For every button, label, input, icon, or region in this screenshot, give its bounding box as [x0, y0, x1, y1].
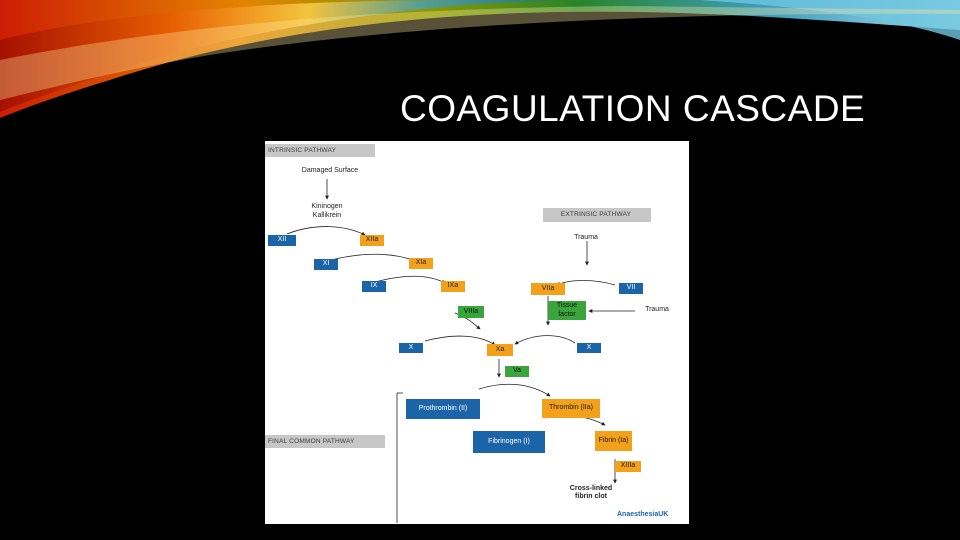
factor-xi-box: XI	[314, 259, 338, 270]
factor-va-box: Va	[505, 366, 529, 377]
kallikrein-label: Kallikrein	[312, 212, 342, 219]
prothrombin-box: Prothrombin (II)	[406, 399, 480, 419]
factor-xa-box: Xa	[487, 344, 513, 356]
thrombin-box: Thrombin (IIa)	[542, 399, 600, 418]
damaged-surface-label: Damaged Surface	[301, 167, 359, 174]
factor-xiiia-box: XIIIa	[615, 461, 641, 472]
factor-ixa-box: IXa	[441, 281, 465, 292]
factor-x-left-box: X	[399, 343, 423, 353]
factor-x-right-box: X	[577, 343, 601, 353]
tissue-factor-box: Tissue factor	[548, 301, 586, 320]
fibrinogen-box: Fibrinogen (I)	[473, 431, 545, 453]
factor-viia-box: VIIa	[531, 283, 565, 295]
coagulation-diagram: INTRINSIC PATHWAY Damaged Surface Kinino…	[265, 141, 689, 524]
factor-ix-box: IX	[362, 281, 386, 292]
factor-xii-box: XII	[268, 235, 296, 246]
trauma-side-label: Trauma	[645, 306, 669, 313]
factor-xia-box: XIa	[409, 258, 433, 269]
trauma-top-label: Trauma	[574, 234, 598, 241]
cascade-arrows	[286, 179, 635, 523]
decorative-swoosh-banner	[0, 0, 960, 118]
slide-title: COAGULATION CASCADE	[400, 88, 866, 129]
anaesthesia-uk-logo: AnaesthesiaUK	[617, 511, 669, 518]
factor-vii-box: VII	[619, 283, 643, 294]
extrinsic-pathway-header: EXTRINSIC PATHWAY	[543, 208, 651, 222]
intrinsic-pathway-header: INTRINSIC PATHWAY	[265, 144, 375, 157]
cross-linked-clot-label: Cross-linked fibrin clot	[569, 485, 613, 501]
fibrin-box: Fibrin (Ia)	[595, 431, 632, 451]
factor-viiia-box: VIIIa	[458, 306, 484, 318]
kininogen-label: Kininogen	[311, 203, 343, 210]
final-common-pathway-header: FINAL COMMON PATHWAY	[265, 435, 385, 448]
factor-xiia-box: XIIa	[360, 235, 384, 246]
